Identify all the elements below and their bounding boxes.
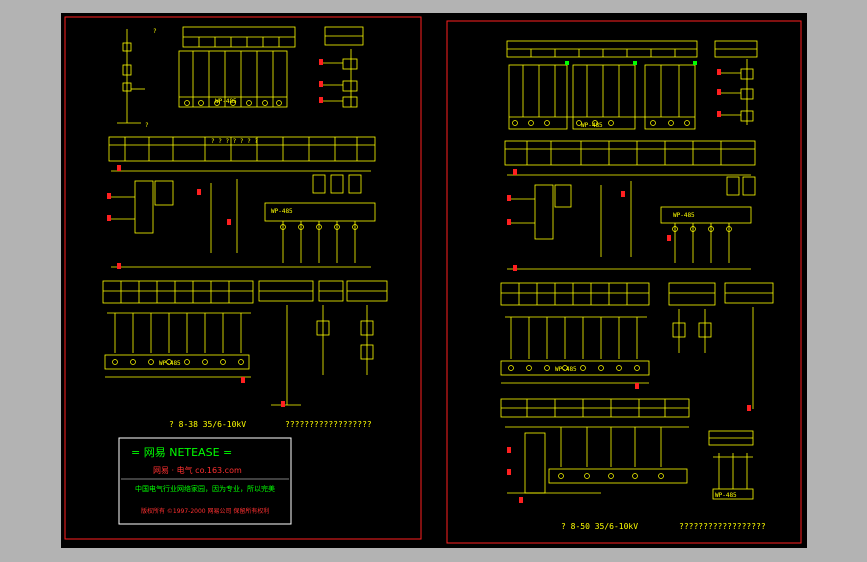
right-figure-caption: ? 8-50 35/6-10kV <box>561 522 638 531</box>
left-terminals <box>112 100 358 365</box>
right-figure-description: ?????????????????? <box>679 522 766 531</box>
left-sheet-drawing <box>102 26 388 406</box>
wp485-label-mid: WP-485 <box>271 208 293 215</box>
right-sheet-frame <box>446 20 802 544</box>
mid-header-text: ? ? ? ? ? ? ? <box>211 138 258 145</box>
right-wp485-top: WP-485 <box>581 122 603 129</box>
right-red-markers <box>507 69 751 503</box>
right-green-markers <box>565 61 697 65</box>
left-red-markers <box>107 59 323 407</box>
wp485-label-low: WP-485 <box>159 360 181 367</box>
logo-subtitle: 网易 · 电气 co.163.com <box>153 465 242 475</box>
left-figure-description: ?????????????????? <box>285 420 372 429</box>
right-wp485-bottom: WP-485 <box>715 492 737 499</box>
right-wp485-low: WP-485 <box>555 366 577 373</box>
schematic-svg: ? ? ? ? ? ? ? ? WP-485 WP-485 WP-485 ? ?… <box>64 16 802 544</box>
logo-copyright: 版权所有 ©1997-2000 网易公司 保留所有权利 <box>141 507 269 515</box>
logo-slogan: 中国电气行业网络家园，因为专业，所以完美 <box>135 484 275 493</box>
drawing-canvas: ? ? ? ? ? ? ? ? WP-485 WP-485 WP-485 ? ?… <box>61 13 807 548</box>
right-sheet-drawing <box>500 40 774 500</box>
top-question-mark: ? <box>153 28 157 35</box>
right-wp485-mid: WP-485 <box>673 212 695 219</box>
logo-title: = 网易 NETEASE = <box>131 446 232 459</box>
wp485-label-top: WP-485 <box>215 98 237 105</box>
left-sheet-frame <box>64 16 422 540</box>
left-figure-caption: ? 8-38 35/6-10kV <box>169 420 246 429</box>
right-terminals <box>508 120 732 479</box>
logo-box <box>118 437 292 525</box>
bottom-question-mark: ? <box>145 122 149 129</box>
